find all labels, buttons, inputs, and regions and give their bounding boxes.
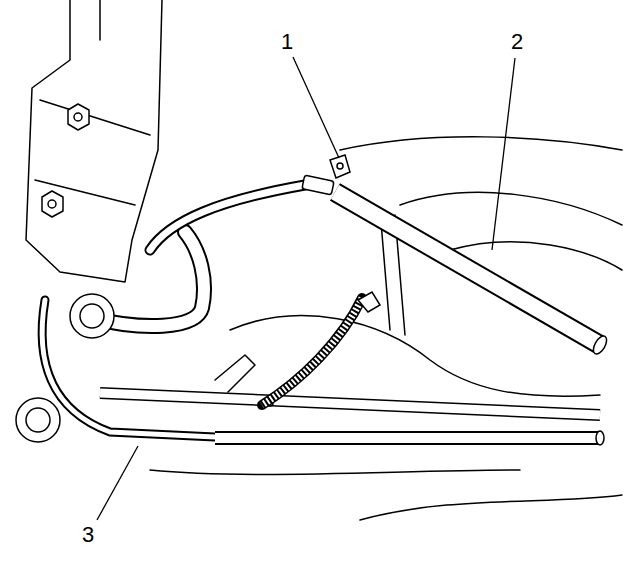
cable-sleeve (335, 192, 600, 345)
bolt-head (42, 191, 63, 217)
bolt-center (74, 113, 82, 121)
body-contour (215, 355, 255, 392)
cable-clip (330, 155, 350, 178)
body-contour (360, 495, 622, 520)
bushing (80, 304, 104, 328)
parking-brake-cable (42, 300, 215, 437)
sleeve-end (596, 431, 604, 445)
crossmember-bar (100, 393, 600, 415)
cable-sleeve (215, 433, 600, 443)
cable-sleeve (335, 192, 600, 345)
body-contour (400, 192, 622, 225)
cable-fitting (302, 175, 334, 195)
bushing (26, 408, 50, 432)
callout-number: 3 (80, 524, 96, 546)
sleeve-end (591, 334, 610, 356)
bushing (16, 398, 60, 442)
leader-line (97, 446, 138, 520)
parking-brake-cable (150, 185, 305, 250)
cable-sleeve (215, 431, 600, 445)
strut-edge (35, 0, 150, 205)
leader-line (293, 57, 339, 158)
parking-brake-cable (42, 300, 215, 437)
bolt-center (48, 200, 56, 208)
bushing (70, 294, 114, 338)
sensor-wire (262, 298, 362, 405)
body-contour (150, 470, 520, 474)
crossmember-bar (100, 393, 600, 415)
sensor-wire (262, 298, 362, 405)
parking-brake-cable (150, 185, 305, 250)
callout-number: 1 (279, 31, 295, 53)
wire-connector (358, 292, 380, 312)
strut-bracket (26, 0, 162, 282)
body-contour (340, 137, 622, 150)
clip-bolt (337, 163, 343, 169)
callout-number: 2 (509, 31, 525, 53)
leader-line (492, 58, 515, 250)
bolt-head (68, 104, 89, 130)
